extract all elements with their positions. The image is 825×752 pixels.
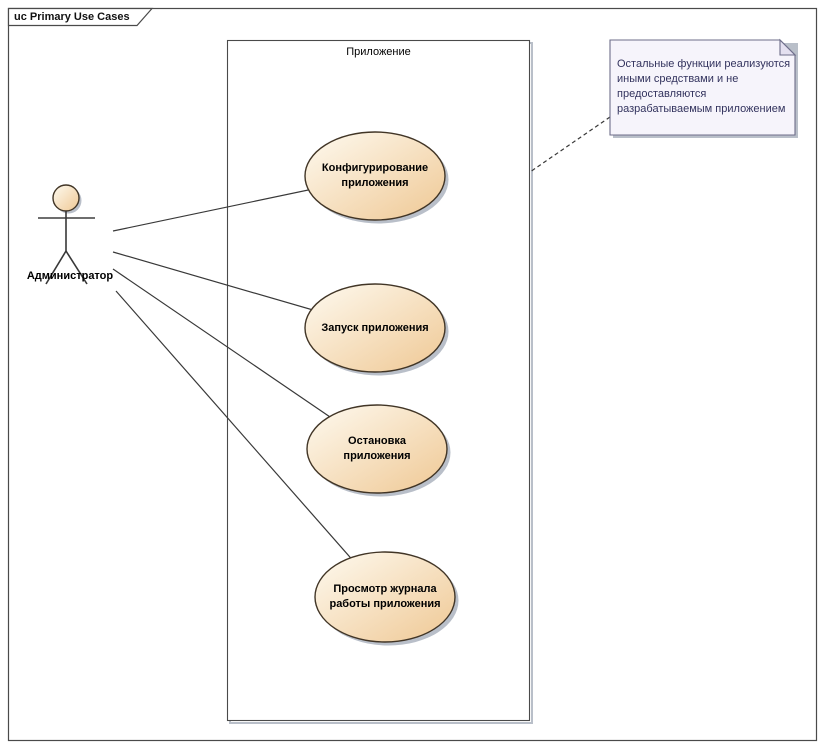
use-case-view-log-label: Просмотр журнала работы приложения (329, 583, 441, 610)
note-fold-corner-icon (779, 38, 797, 56)
use-case-configure[interactable] (304, 131, 446, 221)
actor-right-leg (65, 250, 88, 285)
actor-head (52, 184, 80, 212)
note-shape[interactable] (609, 39, 796, 136)
use-case-stop-label: Остановка приложения (343, 435, 411, 462)
actor-figure[interactable] (38, 184, 95, 285)
note-text: Остальные функции реализуются иными сред… (617, 58, 791, 115)
note-link-line[interactable] (529, 116, 611, 173)
use-case-start-label: Запуск приложения (321, 322, 429, 334)
actor-left-leg (45, 250, 67, 285)
use-case-view-log[interactable] (314, 551, 456, 643)
use-case-stop[interactable] (306, 404, 448, 494)
actor-label: Администратор (26, 270, 114, 282)
frame-border (7, 7, 818, 742)
association-view-log[interactable] (115, 290, 386, 598)
use-case-start[interactable] (304, 283, 446, 373)
use-case-configure-label: Конфигурирование приложения (321, 162, 429, 189)
system-boundary-label: Приложение (346, 46, 411, 58)
frame-tab (7, 7, 154, 27)
frame-title: uc Primary Use Cases (14, 11, 130, 23)
